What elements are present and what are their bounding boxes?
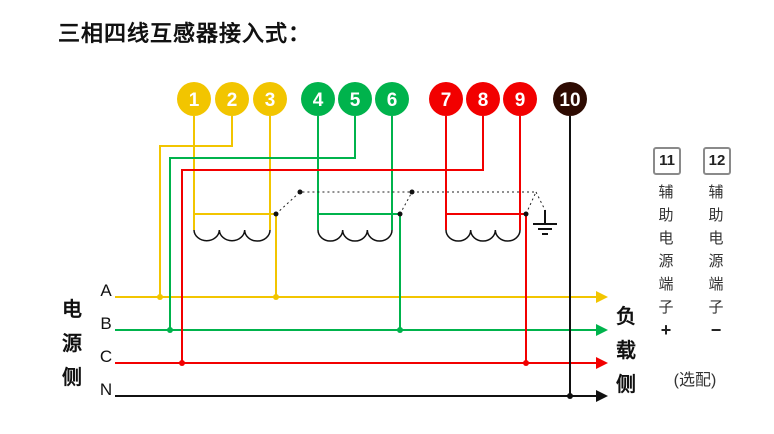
phase-a-ct-leads (193, 116, 271, 230)
phase-c-arrow (596, 357, 608, 369)
terminal-7: 7 (429, 82, 463, 116)
terminal-10: 10 (553, 82, 587, 116)
phase-a-voltage-tap (159, 116, 233, 297)
phase-c-ct-primary (446, 213, 527, 363)
terminal-4: 4 (301, 82, 335, 116)
phase-b-ct-primary (318, 213, 401, 330)
phase-label-b: B (100, 314, 112, 333)
diagram-title: 三相四线互感器接入式： (58, 21, 312, 46)
ground-link-dashed (275, 191, 546, 215)
terminal-8-circle (466, 82, 500, 116)
terminal-6: 6 (375, 82, 409, 116)
phase-c-ct-leads (445, 116, 521, 230)
phase-b-voltage-tap (169, 116, 356, 330)
aux-terminal-11-box: 11 (653, 147, 681, 175)
phase-b-ct-leads (317, 116, 393, 230)
terminal-3: 3 (253, 82, 287, 116)
terminal-1-circle (177, 82, 211, 116)
phase-a-arrow (596, 291, 608, 303)
phase-label-n: N (99, 380, 113, 399)
aux-terminal-12-sign: − (710, 320, 722, 340)
terminal-7-circle (429, 82, 463, 116)
load-side-label: 负载侧 (616, 306, 636, 396)
terminal-6-circle (375, 82, 409, 116)
terminal-3-number: 3 (265, 90, 276, 111)
aux-optional-note: (选配) (673, 372, 717, 389)
aux-terminal-11-sign: + (660, 320, 672, 340)
terminal-7-number: 7 (441, 90, 452, 111)
terminal-1: 1 (177, 82, 211, 116)
terminal-5-circle (338, 82, 372, 116)
terminal-9: 9 (503, 82, 537, 116)
ct-c-coil (445, 229, 521, 242)
terminal-9-circle (503, 82, 537, 116)
terminal-10-circle (553, 82, 587, 116)
phase-b-junction-dots (167, 327, 403, 333)
ct-a-coil (193, 229, 271, 242)
ct-test-point-dots (273, 189, 529, 217)
terminal-9-number: 9 (515, 90, 526, 111)
terminal-5: 5 (338, 82, 372, 116)
aux-terminal-11-label: 辅助电源端子 (658, 184, 674, 316)
terminal-4-number: 4 (313, 90, 324, 111)
terminal-1-number: 1 (189, 90, 200, 111)
terminal-4-circle (301, 82, 335, 116)
aux-terminal-12-label: 辅助电源端子 (708, 184, 724, 316)
terminal-8: 8 (466, 82, 500, 116)
phase-label-c: C (99, 347, 113, 366)
phase-b-arrow (596, 324, 608, 336)
phase-c-voltage-tap (181, 116, 484, 363)
terminal-5-number: 5 (350, 90, 361, 111)
phase-a-ct-primary (194, 213, 277, 297)
terminal-8-number: 8 (478, 90, 489, 111)
neutral-junction-dot (567, 393, 573, 399)
terminal-3-circle (253, 82, 287, 116)
neutral-wiring (115, 116, 596, 397)
phase-c-junction-dots (179, 360, 529, 366)
neutral-arrow (596, 390, 608, 402)
terminal-10-number: 10 (559, 90, 580, 111)
ct-b-coil (317, 229, 393, 242)
phase-a-junction-dots (157, 294, 279, 300)
terminal-2: 2 (215, 82, 249, 116)
source-side-label: 电源侧 (62, 299, 82, 389)
aux-terminal-12-box: 12 (703, 147, 731, 175)
phase-label-a: A (100, 281, 112, 300)
terminal-6-number: 6 (387, 90, 398, 111)
ground-symbol (533, 210, 557, 235)
terminal-2-circle (215, 82, 249, 116)
terminal-2-number: 2 (227, 90, 238, 111)
